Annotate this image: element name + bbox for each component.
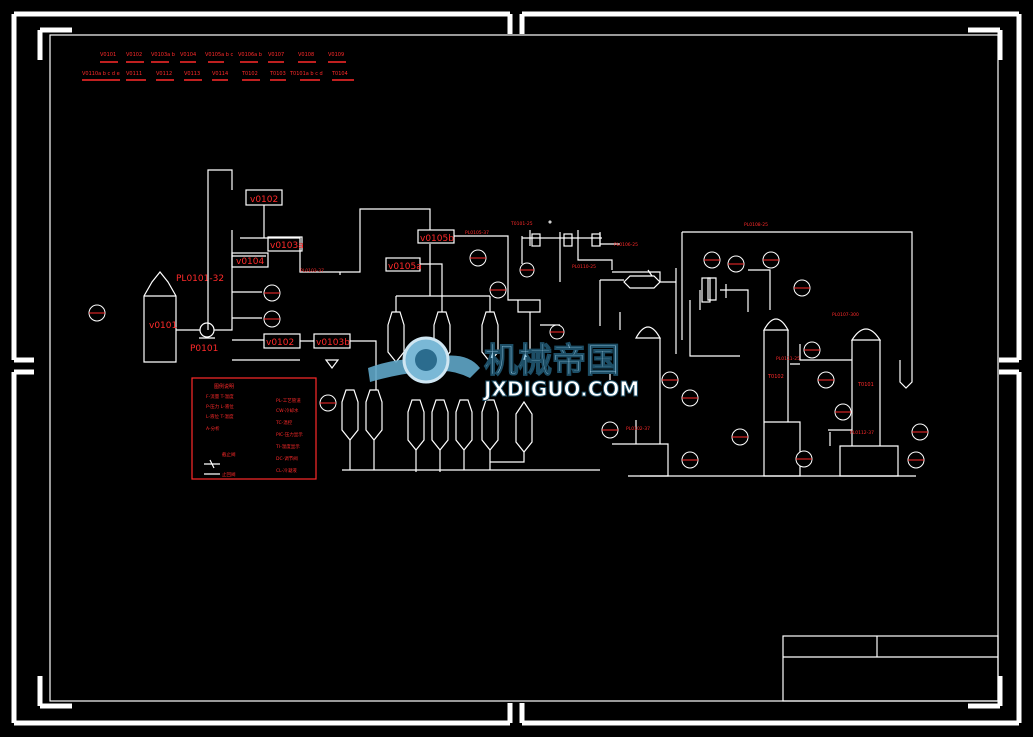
equip-v0107: V0107 bbox=[268, 52, 284, 58]
equip-v0104: V0104 bbox=[180, 52, 196, 58]
equip-v0105: V0105a b c bbox=[205, 52, 234, 58]
legend-right-6: CL-冷凝液 bbox=[276, 467, 297, 474]
tag-v0103a: v0103a bbox=[270, 241, 304, 251]
legend-left-3: A-分析 bbox=[206, 425, 220, 432]
legend-right-0: PL-工艺管道 bbox=[276, 397, 301, 404]
watermark-en: JXDIGUO.COM bbox=[482, 377, 639, 401]
tag-v0105a: v0105a bbox=[388, 262, 422, 272]
pipe-pl0112: PL0112-37 bbox=[850, 430, 874, 436]
legend-bottom-1: 止回阀 bbox=[222, 471, 236, 478]
pipe-pl0105: PL0105-37 bbox=[465, 230, 489, 236]
legend-left-1: P-压力 L-液位 bbox=[206, 403, 234, 410]
equip-v0110: V0110a b c d e bbox=[82, 71, 120, 77]
title-block bbox=[782, 635, 999, 702]
equip-t0103: T0103 bbox=[269, 71, 286, 77]
tag-p0101: P0101 bbox=[190, 344, 218, 354]
pipe-pl0106: PL0106-25 bbox=[614, 242, 638, 248]
equip-v0111: V0111 bbox=[126, 71, 142, 77]
legend-right-5: DC-调节阀 bbox=[276, 455, 298, 462]
pipe-pl0111: PL0111-25 bbox=[776, 356, 800, 362]
equip-v0113: V0113 bbox=[184, 71, 200, 77]
equipment-list: V0101 V0102 V0103a b V0104 V0105a b c V0… bbox=[82, 52, 354, 81]
pipe-pl0103: PL0103-37 bbox=[300, 268, 324, 274]
drawing-frame bbox=[11, 11, 1022, 726]
distillation-section: T0102 T0101 PL0108-25 PL0107-300 PL0111-… bbox=[300, 222, 929, 477]
pipe-pl0110: PL0110-25 bbox=[572, 264, 596, 270]
equip-v0112: V0112 bbox=[156, 71, 172, 77]
exchanger-row: T0101-25 PL0106-25 PL0110-25 bbox=[510, 220, 676, 330]
tag-v0102: v0102 bbox=[266, 338, 294, 348]
legend-box: 图例说明 F-流量 T-温度 P-压力 L-液位 L-液位 T-温度 A-分析 … bbox=[191, 377, 317, 480]
equip-v0114: V0114 bbox=[212, 71, 228, 77]
tag-t0101: T0101 bbox=[857, 382, 874, 388]
pipe-pl0102: PL0102-37 bbox=[626, 426, 650, 432]
legend-right-2: TC-温控 bbox=[275, 419, 293, 426]
upper-piping: v0105b v0105a bbox=[339, 208, 509, 312]
legend-bottom-0: 截止阀 bbox=[222, 451, 236, 458]
tag-v0102-top: v0102 bbox=[250, 195, 278, 205]
tag-v0103b: v0103b bbox=[316, 338, 350, 348]
legend-left-0: F-流量 T-温度 bbox=[206, 393, 234, 400]
legend-right-4: TI-温度显示 bbox=[275, 443, 300, 450]
tag-t0102: T0102 bbox=[767, 374, 784, 380]
reactor-group bbox=[341, 296, 600, 472]
equip-v0106: V0106a b bbox=[238, 52, 262, 58]
pipe-pl0107: PL0107-300 bbox=[832, 312, 859, 318]
equip-v0102: V0102 bbox=[126, 52, 142, 58]
tag-pl0101: PL0101-32 bbox=[176, 274, 224, 284]
legend-title: 图例说明 bbox=[214, 383, 234, 390]
legend-left-2: L-液位 T-温度 bbox=[206, 413, 234, 420]
equip-t0104: T0104 bbox=[331, 71, 348, 77]
equip-v0109: V0109 bbox=[328, 52, 344, 58]
equip-v0103: V0103a b bbox=[151, 52, 175, 58]
pipe-top-note: T0101-25 bbox=[510, 221, 533, 227]
equip-v0108: V0108 bbox=[298, 52, 314, 58]
legend-right-1: CW-冷却水 bbox=[276, 407, 299, 414]
watermark-cn: 机械帝国 bbox=[484, 341, 620, 381]
watermark-logo: 机械帝国 JXDIGUO.COM bbox=[368, 336, 640, 402]
equip-t0102: T0102 bbox=[241, 71, 258, 77]
legend-right-3: PIC-压力显示 bbox=[276, 431, 303, 438]
equip-t0101: T0101a b c d bbox=[289, 71, 323, 77]
feed-tank-v0101: v0101 bbox=[88, 271, 177, 363]
tag-v0101: v0101 bbox=[149, 321, 177, 331]
pump-p0101: P0101 bbox=[176, 322, 218, 354]
equip-v0101: V0101 bbox=[100, 52, 116, 58]
pipe-pl0108: PL0108-25 bbox=[744, 222, 768, 228]
tag-v0104: v0104 bbox=[236, 257, 265, 267]
left-piping: v0102 v0103a v0104 v0102 v0103b bbox=[207, 169, 377, 412]
tag-v0105b: v0105b bbox=[420, 234, 454, 244]
